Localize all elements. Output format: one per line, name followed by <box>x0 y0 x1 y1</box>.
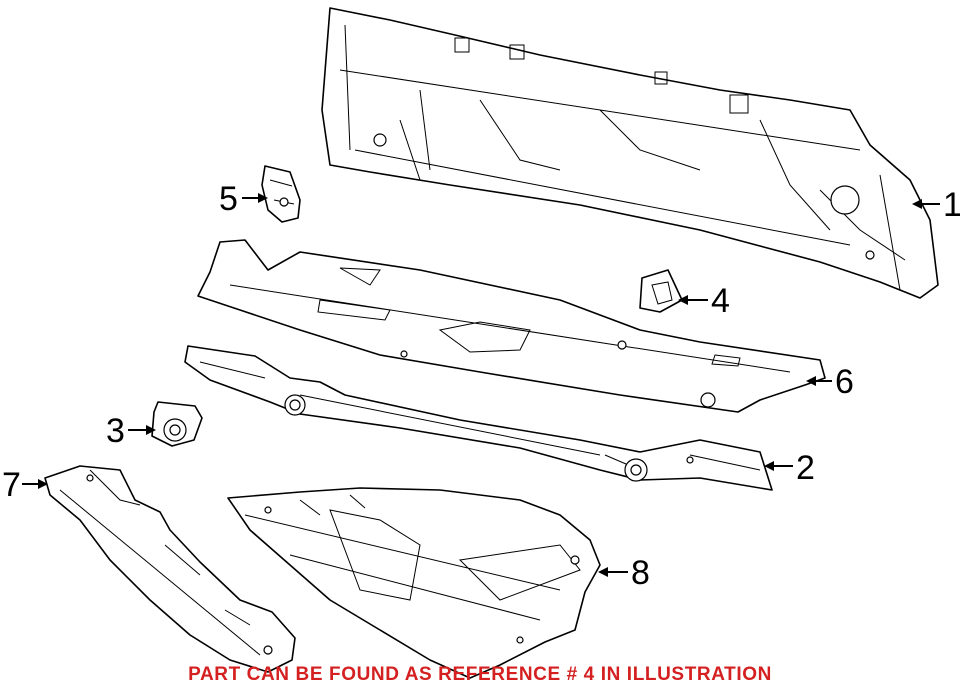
part-4-clip <box>639 269 683 313</box>
part-3-bushing <box>151 401 203 447</box>
callout-6-leader <box>806 376 832 386</box>
callout-5-leader <box>242 193 268 203</box>
callout-7-label: 7 <box>2 466 21 504</box>
part-6-upper-cover <box>197 239 826 413</box>
callout-3-leader <box>128 425 156 435</box>
callout-2-label: 2 <box>796 449 815 487</box>
callout-1-leader <box>912 199 940 209</box>
callout-4-leader <box>678 295 708 305</box>
callout-8-leader <box>598 567 628 577</box>
callout-7-leader <box>22 479 48 489</box>
callout-1-label: 1 <box>943 186 960 224</box>
footer-reference-note: PART CAN BE FOUND AS REFERENCE # 4 IN IL… <box>188 664 772 685</box>
callout-6-label: 6 <box>835 363 854 401</box>
callout-2-leader <box>764 461 793 471</box>
callout-3-label: 3 <box>106 412 125 450</box>
part-5-bracket <box>261 165 301 223</box>
part-7-side-deflector <box>44 465 296 673</box>
callout-5-label: 5 <box>219 180 238 218</box>
part-8-splash-shield <box>227 487 601 679</box>
part-2-lower-tie-bar <box>184 345 773 491</box>
callout-8-label: 8 <box>631 554 650 592</box>
part-1-radiator-support <box>321 7 939 299</box>
callout-4-label: 4 <box>711 282 730 320</box>
